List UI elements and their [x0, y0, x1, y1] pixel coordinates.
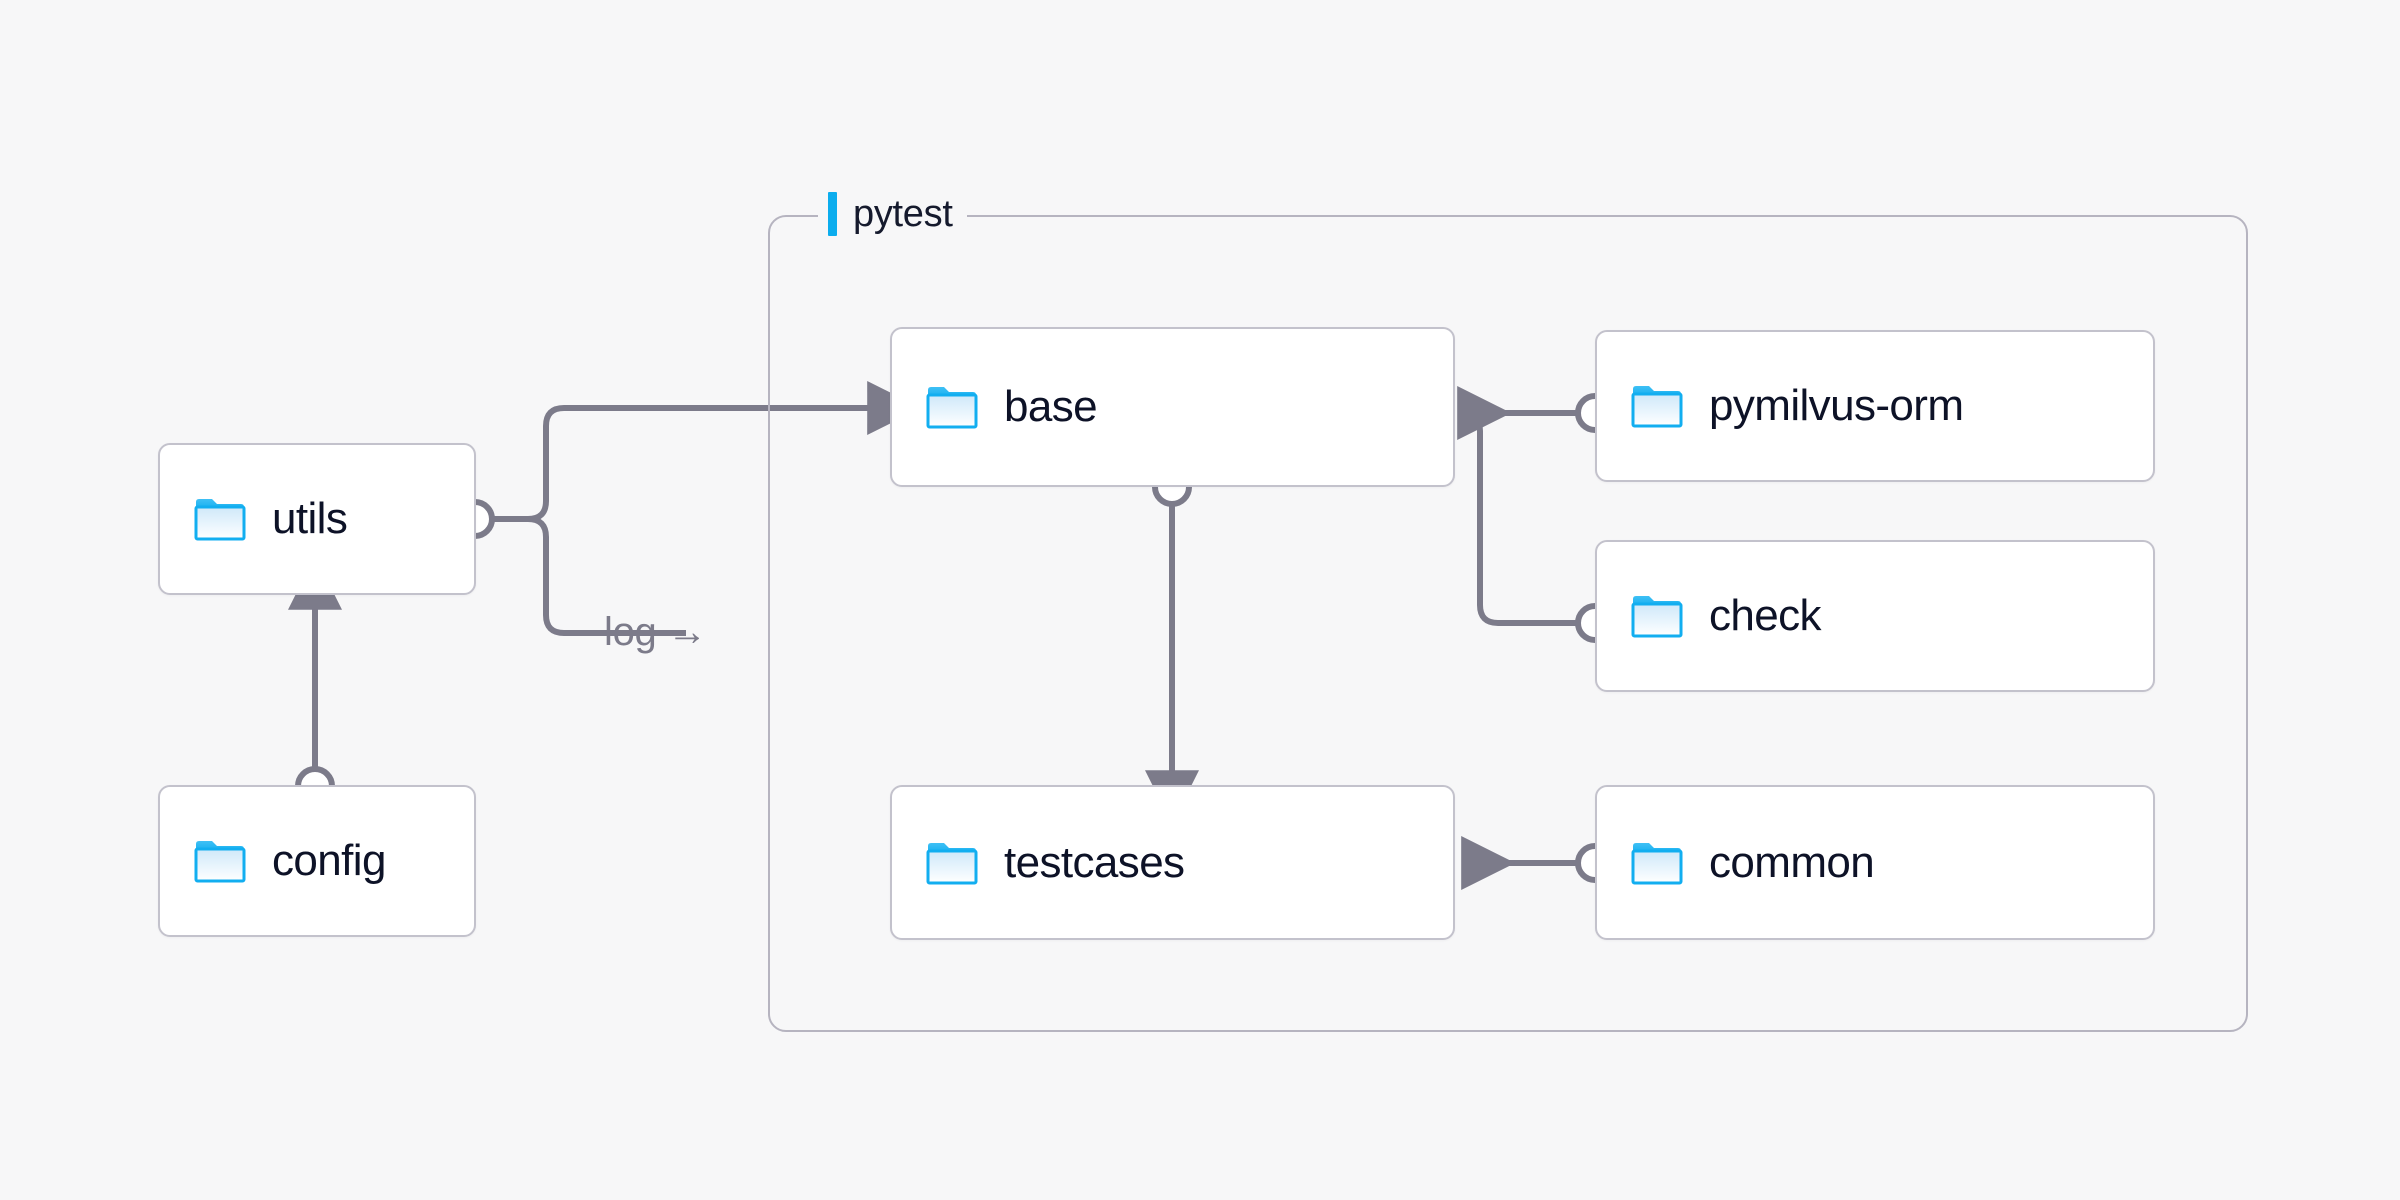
node-label: testcases [1004, 837, 1185, 887]
edge-label-log: log → [604, 612, 707, 652]
node-label: pymilvus-orm [1709, 381, 1964, 430]
edge-config-to-utils [288, 555, 342, 806]
group-pytest-label: pytest [818, 190, 967, 238]
node-utils[interactable]: utils [158, 443, 476, 595]
node-label: check [1709, 591, 1822, 640]
node-label: common [1709, 837, 1875, 887]
node-label: base [1004, 382, 1098, 431]
folder-icon [926, 841, 978, 885]
folder-icon [194, 839, 246, 883]
node-common[interactable]: common [1595, 785, 2155, 940]
folder-icon [1631, 841, 1683, 885]
group-pytest-container [768, 215, 2248, 1032]
edge-label-log-text: log → [604, 610, 707, 654]
group-label-text: pytest [853, 193, 953, 235]
node-config[interactable]: config [158, 785, 476, 937]
node-pymilvus-orm[interactable]: pymilvus-orm [1595, 330, 2155, 482]
folder-icon [926, 385, 978, 429]
folder-icon [194, 497, 246, 541]
node-base[interactable]: base [890, 327, 1455, 487]
node-check[interactable]: check [1595, 540, 2155, 692]
node-testcases[interactable]: testcases [890, 785, 1455, 940]
folder-icon [1631, 384, 1683, 428]
vertical-bar-accent-icon [828, 192, 837, 236]
node-label: utils [272, 494, 348, 543]
node-label: config [272, 836, 386, 885]
folder-icon [1631, 594, 1683, 638]
